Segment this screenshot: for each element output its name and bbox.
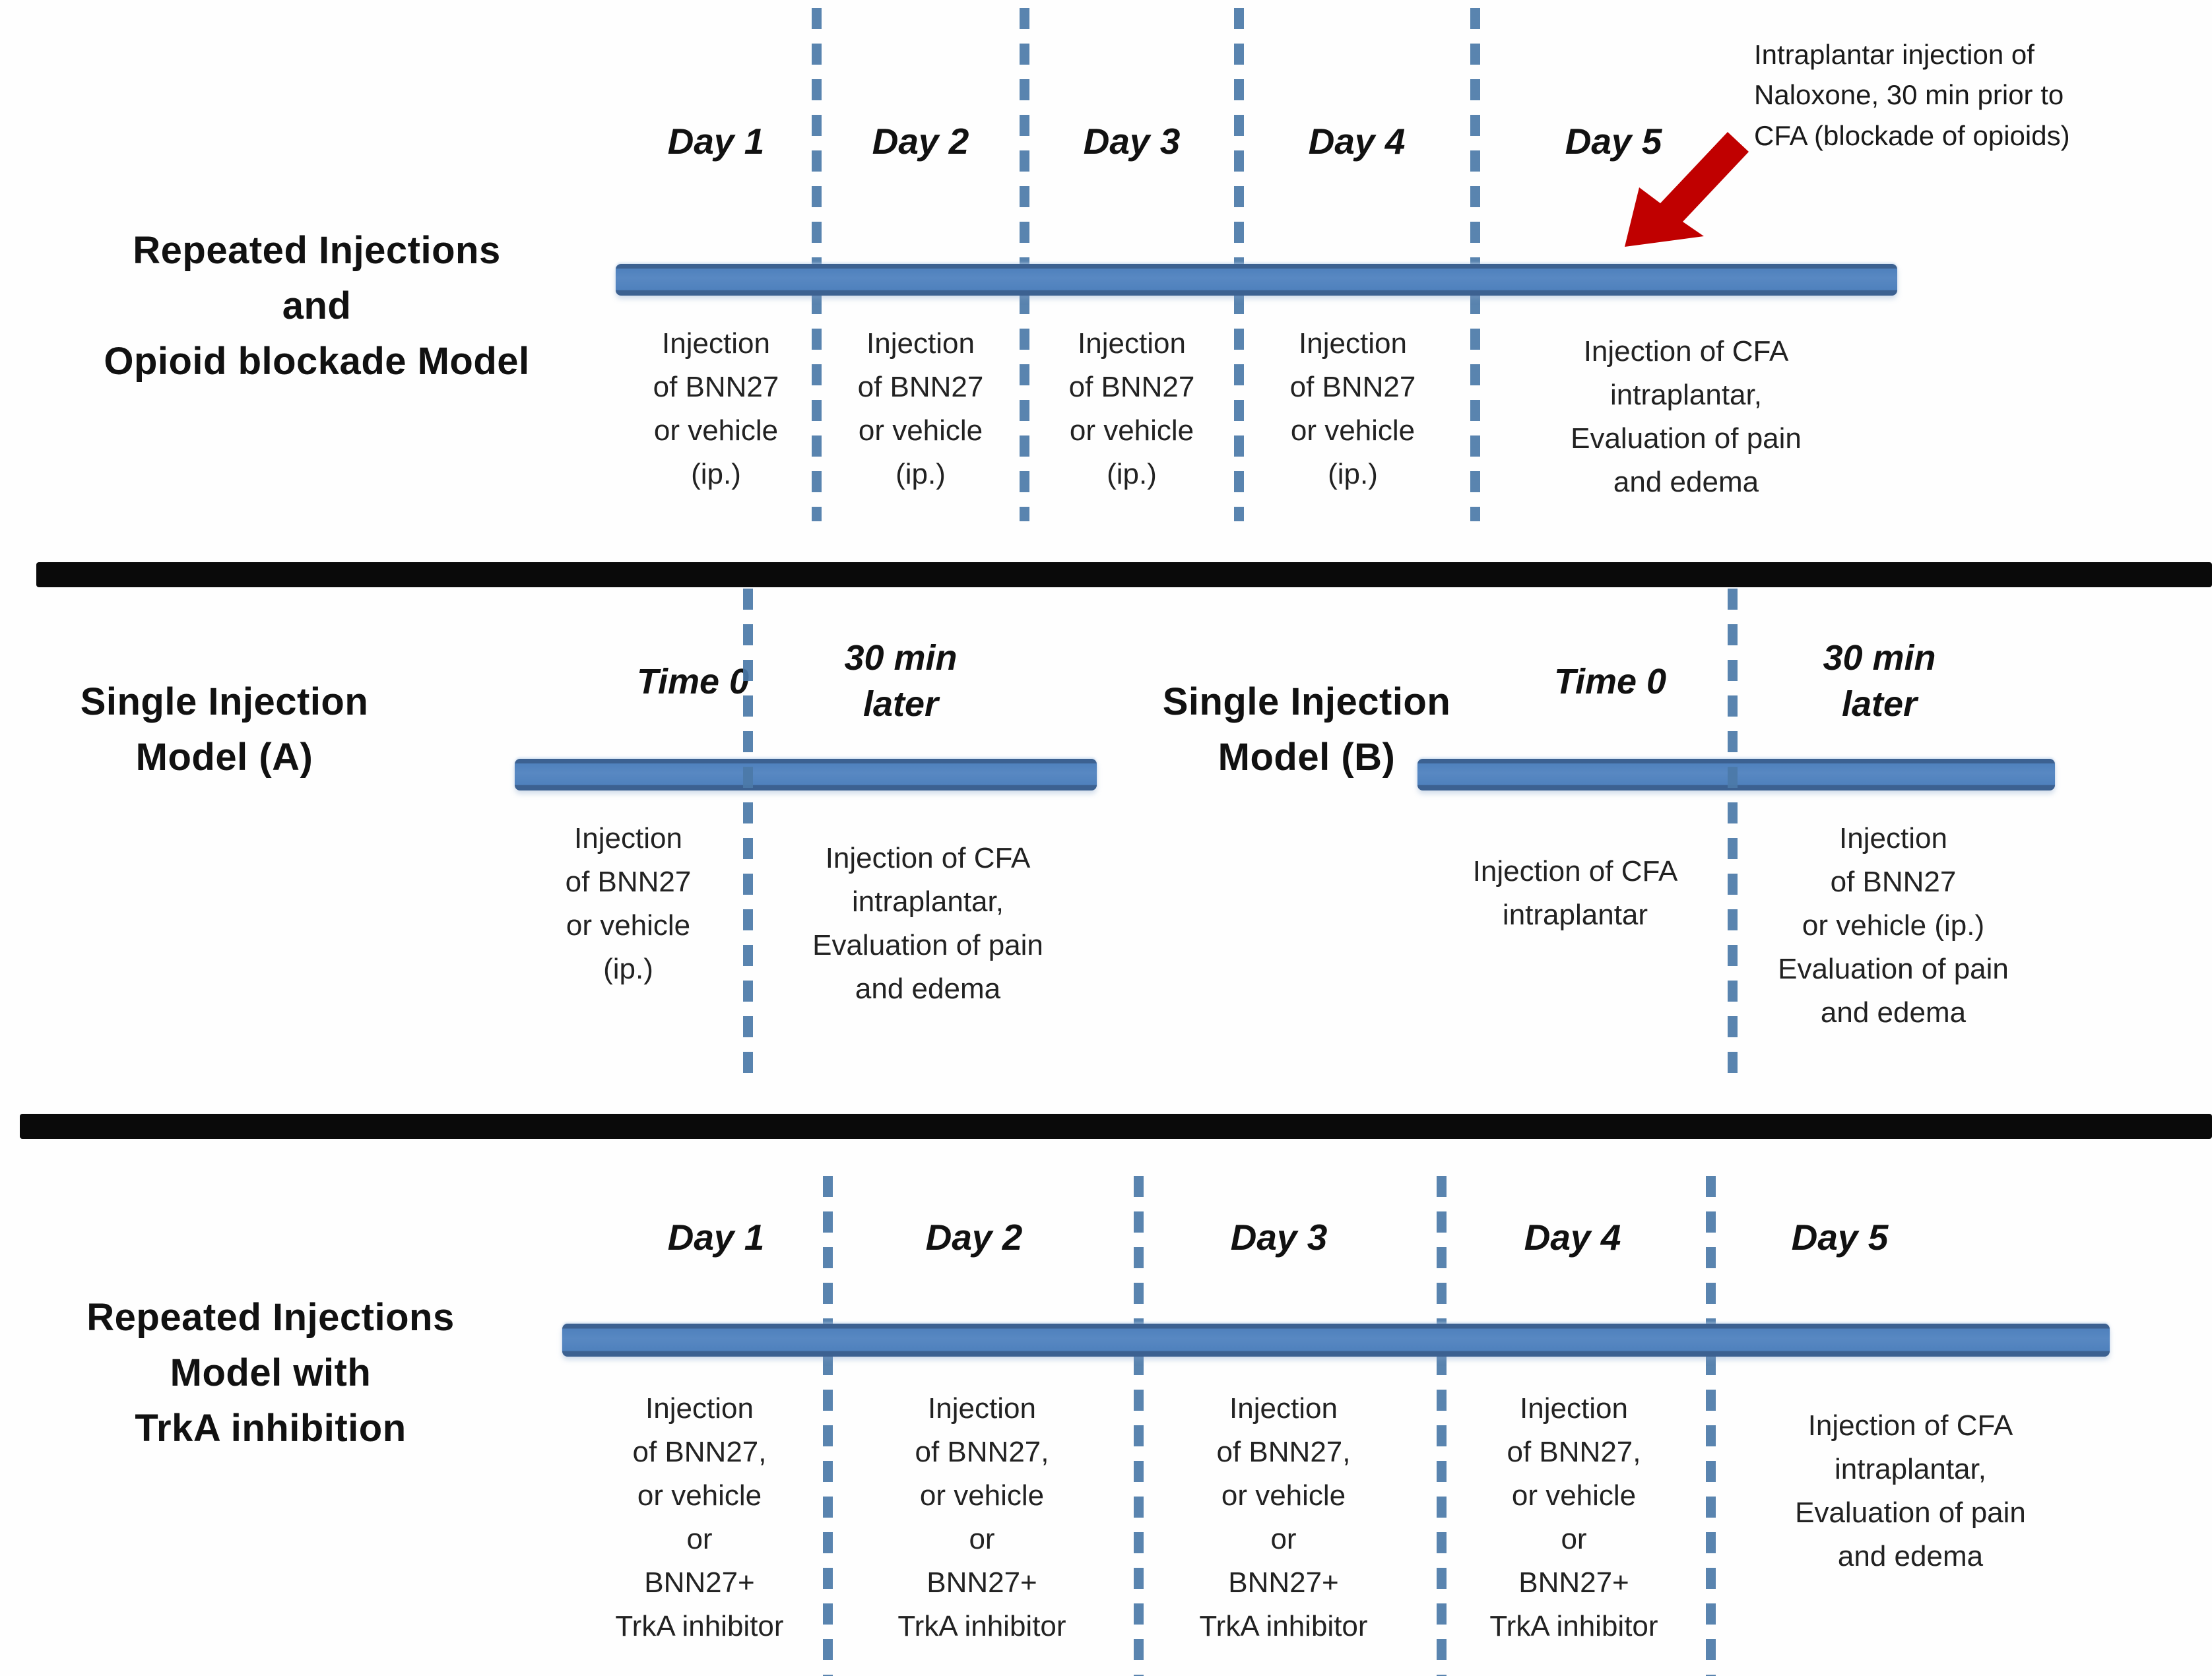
day-label: Day 3	[1083, 121, 1181, 162]
dashed-separator	[1706, 1176, 1716, 1676]
phase-description: Injection of BNN27 or vehicle (ip.)	[857, 327, 984, 490]
timeline-bar	[616, 264, 1897, 296]
dashed-separator	[823, 1176, 833, 1676]
phase-description: Injection of BNN27 or vehicle (ip.) Eval…	[1778, 822, 2009, 1029]
panel-repeated-injections-trka: Repeated Injections Model with TrkA inhi…	[0, 1139, 2212, 1676]
phase-description: Injection of BNN27, or vehicle or BNN27+…	[1199, 1392, 1368, 1642]
phase-description: Injection of BNN27, or vehicle or BNN27+…	[615, 1392, 784, 1642]
time-label: Time 0	[636, 662, 750, 701]
time-label: Time 0	[1553, 662, 1667, 701]
panel-divider	[36, 562, 2212, 587]
day-label: Day 4	[1524, 1217, 1621, 1258]
phase-description: Injection of BNN27, or vehicle or BNN27+…	[1489, 1392, 1658, 1642]
timeline-bar	[515, 759, 1097, 790]
phase-description: Injection of CFA intraplantar, Evaluatio…	[1795, 1409, 2026, 1572]
dashed-separator	[1728, 589, 1738, 1078]
timeline-bar	[562, 1324, 2110, 1357]
phase-description: Injection of BNN27 or vehicle (ip.)	[653, 327, 779, 490]
day-label: Day 1	[667, 121, 765, 162]
day-label: Day 1	[667, 1217, 765, 1258]
day-label: Day 5	[1565, 121, 1662, 162]
naloxone-annotation: Intraplantar injection of Naloxone, 30 m…	[1754, 39, 2070, 151]
dashed-separator	[1437, 1176, 1447, 1676]
phase-description: Injection of BNN27 or vehicle (ip.)	[565, 822, 692, 985]
day-label: Day 2	[925, 1217, 1023, 1258]
phase-description: Injection of CFA intraplantar	[1472, 855, 1678, 931]
red-arrow-icon	[1625, 132, 1749, 247]
panel-title-repeated-opioid: Repeated Injections and Opioid blockade …	[104, 229, 530, 383]
day-label: Day 3	[1230, 1217, 1328, 1258]
phase-description: Injection of CFA intraplantar, Evaluatio…	[812, 842, 1043, 1005]
panel-repeated-injections-opioid: Repeated Injections and Opioid blockade …	[0, 0, 2212, 562]
phase-description: Injection of CFA intraplantar, Evaluatio…	[1571, 335, 1802, 498]
time-label: 30 min later	[844, 638, 958, 725]
dashed-separator	[743, 589, 753, 1078]
day-label: Day 5	[1791, 1217, 1889, 1258]
panel-title-trka: Repeated Injections Model with TrkA inhi…	[86, 1296, 455, 1450]
day-label: Day 4	[1308, 121, 1406, 162]
phase-description: Injection of BNN27 or vehicle (ip.)	[1068, 327, 1195, 490]
panel-title-model-b: Single Injection Model (B)	[1162, 680, 1451, 779]
panel-divider	[20, 1114, 2212, 1139]
time-label: 30 min later	[1823, 638, 1936, 725]
phase-description: Injection of BNN27, or vehicle or BNN27+…	[897, 1392, 1066, 1642]
panel-single-injection-models: Single Injection Model (A) Time 0 30 min…	[0, 587, 2212, 1114]
dashed-separator	[1134, 1176, 1144, 1676]
panel-title-model-a: Single Injection Model (A)	[80, 680, 369, 779]
day-label: Day 2	[872, 121, 969, 162]
phase-description: Injection of BNN27 or vehicle (ip.)	[1289, 327, 1416, 490]
